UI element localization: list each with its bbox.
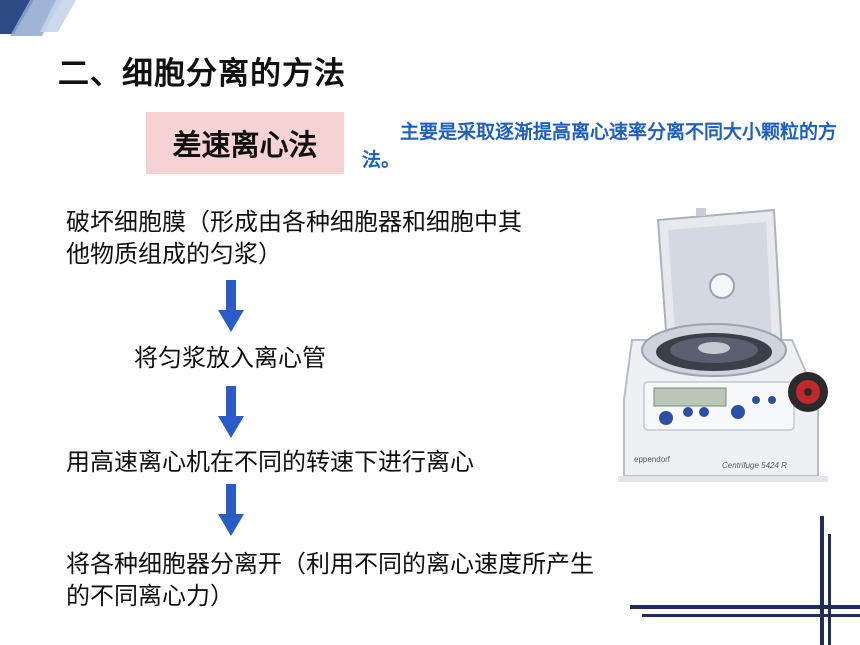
method-label-box: 差速离心法 xyxy=(146,112,344,174)
brand-label: eppendorf xyxy=(634,455,671,464)
method-description: 主要是采取逐渐提高离心速率分离不同大小颗粒的方法。 xyxy=(362,121,838,171)
slide-title: 二、细胞分离的方法 xyxy=(58,56,346,92)
step-2-text: 将匀浆放入离心管 xyxy=(134,344,326,372)
frame-decoration xyxy=(630,516,860,645)
down-arrow-icon xyxy=(218,484,244,536)
step-3-text: 用高速离心机在不同的转速下进行离心 xyxy=(66,448,474,476)
down-arrow-icon xyxy=(218,280,244,332)
method-label: 差速离心法 xyxy=(172,128,318,162)
centrifuge-image: eppendorf Centrifuge 5424 R xyxy=(618,208,828,482)
model-label: Centrifuge 5424 R xyxy=(722,461,787,470)
corner-decoration xyxy=(0,0,76,36)
step-4-text: 将各种细胞器分离开（利用不同的离心速度所产生的不同离心力） xyxy=(66,550,594,610)
down-arrow-icon xyxy=(218,386,244,438)
step-1-text: 破坏细胞膜（形成由各种细胞器和细胞中其他物质组成的匀浆） xyxy=(66,208,522,268)
